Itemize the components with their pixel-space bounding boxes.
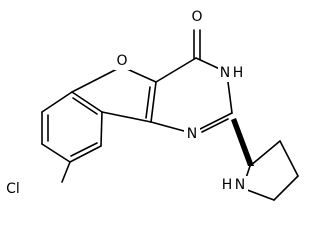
bond-c8-cl: [61, 161, 71, 183]
atom-label-oxygen-furan: O: [116, 53, 127, 69]
bond-c9b-c9a: [101, 111, 152, 123]
atom-label-layer: O O N H N Cl H N: [0, 8, 248, 198]
label-bg-cl: [0, 180, 26, 198]
bond-c2-n1-double: [201, 118, 229, 133]
bond-layer: [41, 29, 299, 201]
label-bg-o5: [114, 52, 130, 70]
bond-c7-c8: [41, 143, 71, 163]
atom-label-nitrogen-ring: N: [187, 126, 197, 142]
bond-c9a-c5a: [71, 91, 103, 113]
label-bg-n1: [184, 125, 200, 143]
bond-c2p-c3p: [249, 140, 281, 167]
bond-c5a-c6: [41, 91, 73, 113]
label-bg-n3: [218, 64, 246, 82]
label-bg-pyrrolidine-n: [220, 176, 248, 194]
bond-c9-c9a: [100, 111, 103, 147]
bond-o5-c4a: [126, 68, 157, 83]
bond-c8-c9-inner: [70, 142, 98, 157]
bond-c4a-c9b-inner: [145, 86, 151, 119]
bond-c4p-c5p: [273, 175, 299, 201]
atom-label-chlorine: Cl: [6, 181, 20, 197]
molecule-structure-diagram: O O N H N Cl H N: [0, 8, 299, 201]
bond-c5a-o5: [71, 68, 118, 93]
label-bg-o4: [189, 8, 205, 26]
atom-label-oxygen-carbonyl: O: [191, 9, 202, 25]
atom-label-pyrrolidine-h: H: [222, 177, 233, 193]
bond-c2-pyrrolidine-wedge: [231, 118, 254, 166]
bond-c4-n3: [195, 57, 223, 71]
bond-c3p-c4p: [279, 140, 299, 177]
bond-c8-c9: [69, 145, 102, 163]
bond-n3-c2: [227, 81, 233, 114]
bond-n1-c9b: [150, 121, 185, 132]
bond-c9a-c5a-inner: [72, 97, 98, 115]
atom-label-pyrrolidine-n: N: [235, 177, 245, 193]
bond-c2-n1: [199, 112, 233, 130]
bond-c4a-c9b: [150, 81, 157, 123]
atom-label-hydrogen-nh: H: [233, 65, 244, 81]
bond-c4a-c4: [155, 57, 197, 83]
atom-label-nitrogen-nh: N: [220, 65, 230, 81]
